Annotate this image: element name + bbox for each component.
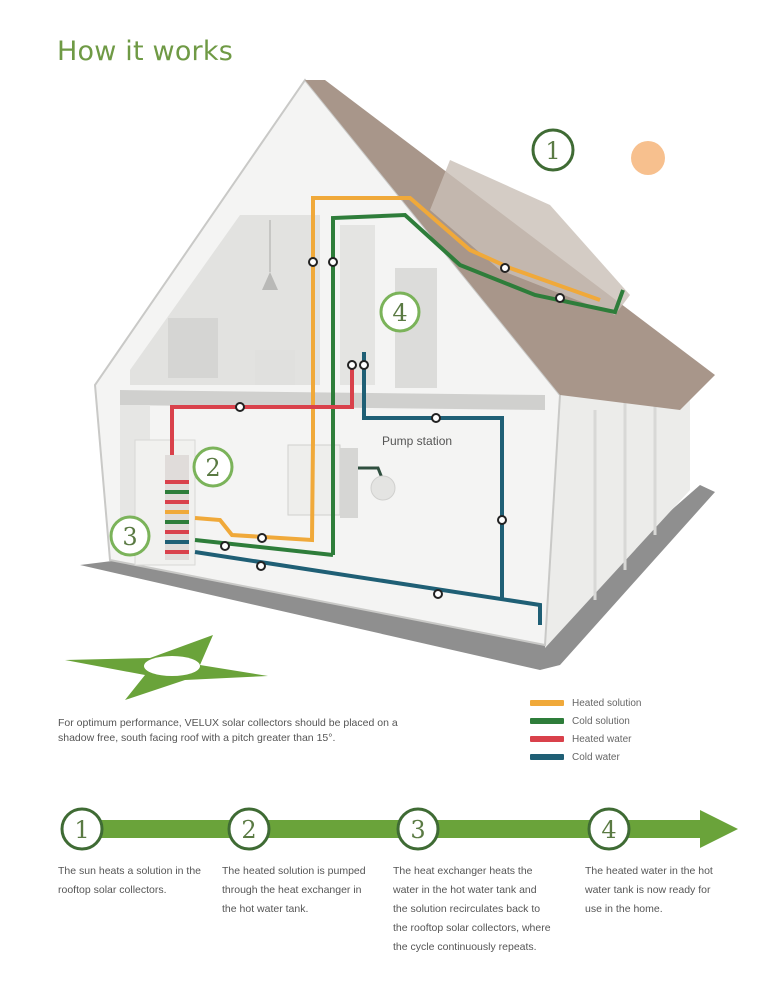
pump-station-label: Pump station: [382, 434, 453, 448]
marker-1: 1: [531, 128, 575, 172]
legend-item-cold-solution: Cold solution: [530, 712, 642, 730]
step-3-circle: 3: [396, 807, 440, 851]
legend-item-heated-solution: Heated solution: [530, 694, 642, 712]
legend-swatch: [530, 736, 564, 742]
step-2-text: The heated solution is pumped through th…: [222, 865, 366, 915]
step-4-text: The heated water in the hot water tank i…: [585, 865, 713, 915]
svg-text:3: 3: [122, 523, 137, 551]
process-arrow: 1 2 3 4: [60, 807, 738, 851]
svg-text:1: 1: [74, 816, 89, 844]
step-1-text: The sun heats a solution in the rooftop …: [58, 865, 202, 896]
legend: Heated solution Cold solution Heated wat…: [530, 694, 642, 766]
svg-text:3: 3: [410, 816, 425, 844]
step-3-text: The heat exchanger heats the water in th…: [393, 865, 551, 953]
house-side-wall: [540, 380, 690, 648]
house-front-wall: [93, 78, 562, 647]
legend-swatch: [530, 718, 564, 724]
compass-star-icon: [65, 635, 268, 700]
legend-swatch: [530, 700, 564, 706]
sun-icon: [631, 141, 665, 175]
legend-item-cold-water: Cold water: [530, 748, 642, 766]
pipe-heated-water: [170, 365, 354, 455]
marker-2: 2: [192, 446, 234, 488]
svg-text:4: 4: [392, 299, 407, 327]
svg-text:4: 4: [601, 816, 616, 844]
step-2-circle: 2: [227, 807, 271, 851]
legend-swatch: [530, 754, 564, 760]
marker-3: 3: [109, 515, 151, 557]
placement-caption: For optimum performance, VELUX solar col…: [58, 717, 398, 744]
step-4-circle: 4: [587, 807, 631, 851]
pipe-heated-solution: [311, 196, 601, 440]
page-title: How it works: [57, 36, 233, 67]
svg-text:2: 2: [205, 454, 220, 482]
pipe-cold-solution: [331, 212, 625, 555]
svg-text:2: 2: [241, 816, 256, 844]
solar-collector-panel: [430, 160, 630, 315]
expansion-vessel: [370, 475, 396, 501]
step-1-circle: 1: [60, 807, 104, 851]
legend-item-heated-water: Heated water: [530, 730, 642, 748]
marker-4: 4: [379, 291, 421, 333]
svg-text:1: 1: [545, 137, 560, 165]
